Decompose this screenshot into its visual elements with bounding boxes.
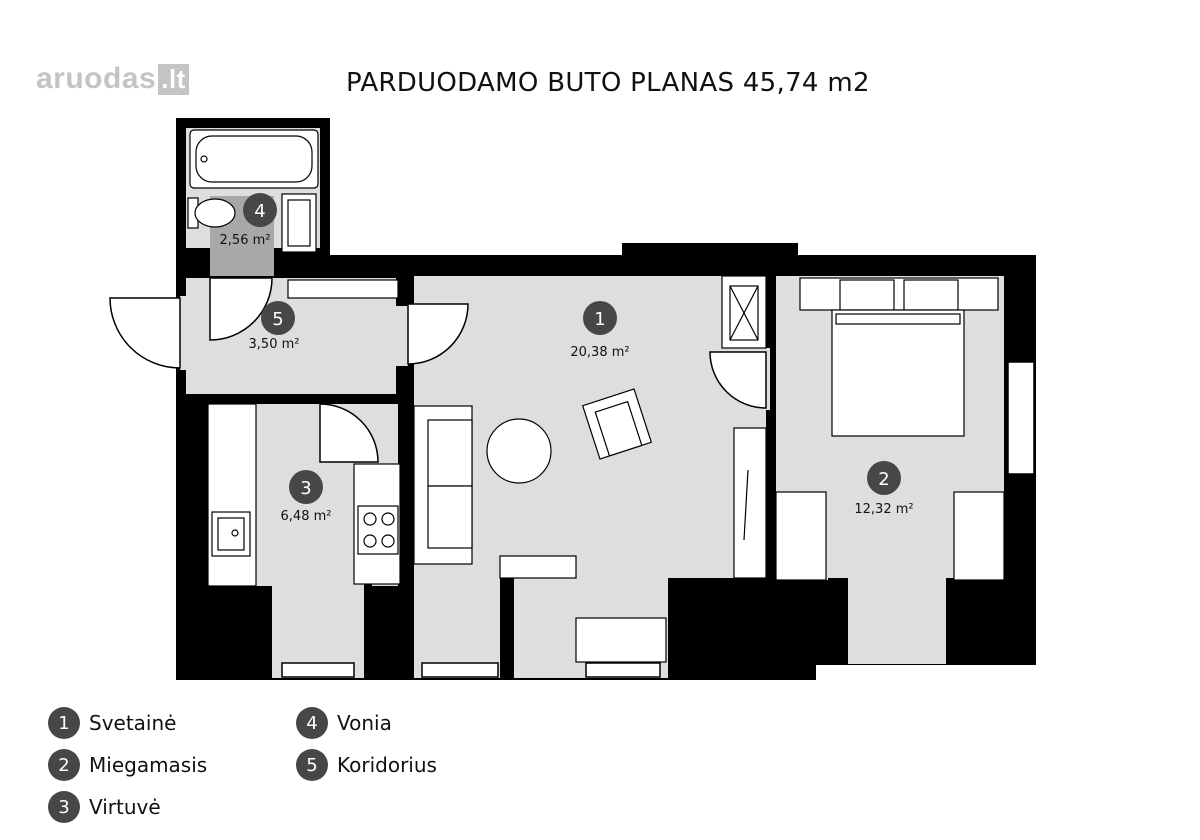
legend-badge-3: 3 — [48, 791, 80, 823]
legend-label-2: Miegamasis — [89, 753, 208, 777]
bathroom-door — [209, 277, 273, 341]
room-area-3: 6,48 m² — [281, 509, 332, 524]
legend-item-5: 5 Koridorius — [296, 748, 437, 782]
window-living-right — [585, 662, 661, 678]
stove — [357, 505, 399, 555]
corridor-wardrobe — [287, 279, 399, 299]
legend-badge-4: 4 — [296, 707, 328, 739]
room-number-3: 3 — [300, 478, 311, 499]
room-number-5: 5 — [272, 309, 283, 330]
furniture — [187, 129, 1005, 663]
living-door — [407, 303, 469, 365]
living-window-bay-left — [414, 578, 500, 678]
legend-badge-1: 1 — [48, 707, 80, 739]
window-living-left — [421, 662, 499, 678]
page-title: PARDUODAMO BUTO PLANAS 45,74 m2 — [346, 68, 870, 98]
living-wardrobe — [733, 427, 767, 579]
window-kitchen — [281, 662, 355, 678]
legend-badge-5: 5 — [296, 749, 328, 781]
room-label-4: 4 2,56 m² — [220, 193, 277, 248]
bed-headboard — [799, 277, 999, 311]
room-area-2: 12,32 m² — [854, 502, 913, 517]
room-number-4: 4 — [254, 201, 265, 222]
room-label-2: 2 12,32 m² — [854, 461, 914, 517]
bedroom-wardrobe-left — [775, 491, 827, 581]
room-area-5: 3,50 m² — [249, 337, 300, 352]
console-bottom — [499, 555, 577, 579]
legend-item-4: 4 Vonia — [296, 706, 392, 740]
inner-walls — [186, 248, 1004, 678]
bedroom-door — [709, 351, 767, 409]
entrance-door — [109, 297, 181, 369]
legend-label-1: Svetainė — [89, 711, 177, 735]
room-number-2: 2 — [878, 469, 889, 490]
window-bedroom-right — [1007, 361, 1035, 475]
legend-badge-2: 2 — [48, 749, 80, 781]
bedroom-wardrobe-right — [953, 491, 1005, 581]
legend-label-3: Virtuvė — [89, 795, 161, 819]
corridor-entrance — [180, 296, 188, 370]
armchair — [581, 388, 653, 460]
kitchen-door — [319, 403, 379, 463]
room-label-1: 1 20,38 m² — [570, 301, 630, 360]
legend-item-2: 2 Miegamasis — [48, 748, 207, 782]
legend-item-3: 3 Virtuvė — [48, 790, 161, 824]
kitchen-counter — [207, 403, 257, 587]
windows — [281, 361, 1035, 678]
room-label-3: 3 6,48 m² — [281, 470, 332, 524]
double-bed — [831, 309, 965, 437]
room-label-5: 5 3,50 m² — [249, 301, 300, 352]
aruodas-logo[interactable]: aruodas.lt — [36, 62, 189, 96]
floor-plan: 1 20,38 m² 2 12,32 m² 3 6,48 m² 4 2,56 m… — [109, 118, 1036, 680]
tv-cabinet — [575, 617, 667, 663]
room-badges: 1 20,38 m² 2 12,32 m² 3 6,48 m² 4 2,56 m… — [220, 193, 914, 524]
room-area-4: 2,56 m² — [220, 233, 271, 248]
legend-label-5: Koridorius — [337, 753, 437, 777]
round-table — [486, 418, 552, 484]
room-number-1: 1 — [594, 309, 605, 330]
logo-brand: aruodas — [36, 62, 157, 95]
logo-tld: .lt — [158, 64, 189, 95]
legend-item-1: 1 Svetainė — [48, 706, 176, 740]
doors — [109, 277, 767, 463]
bedroom-bay — [848, 578, 946, 664]
legend-label-4: Vonia — [337, 711, 392, 735]
room-area-1: 20,38 m² — [570, 345, 629, 360]
